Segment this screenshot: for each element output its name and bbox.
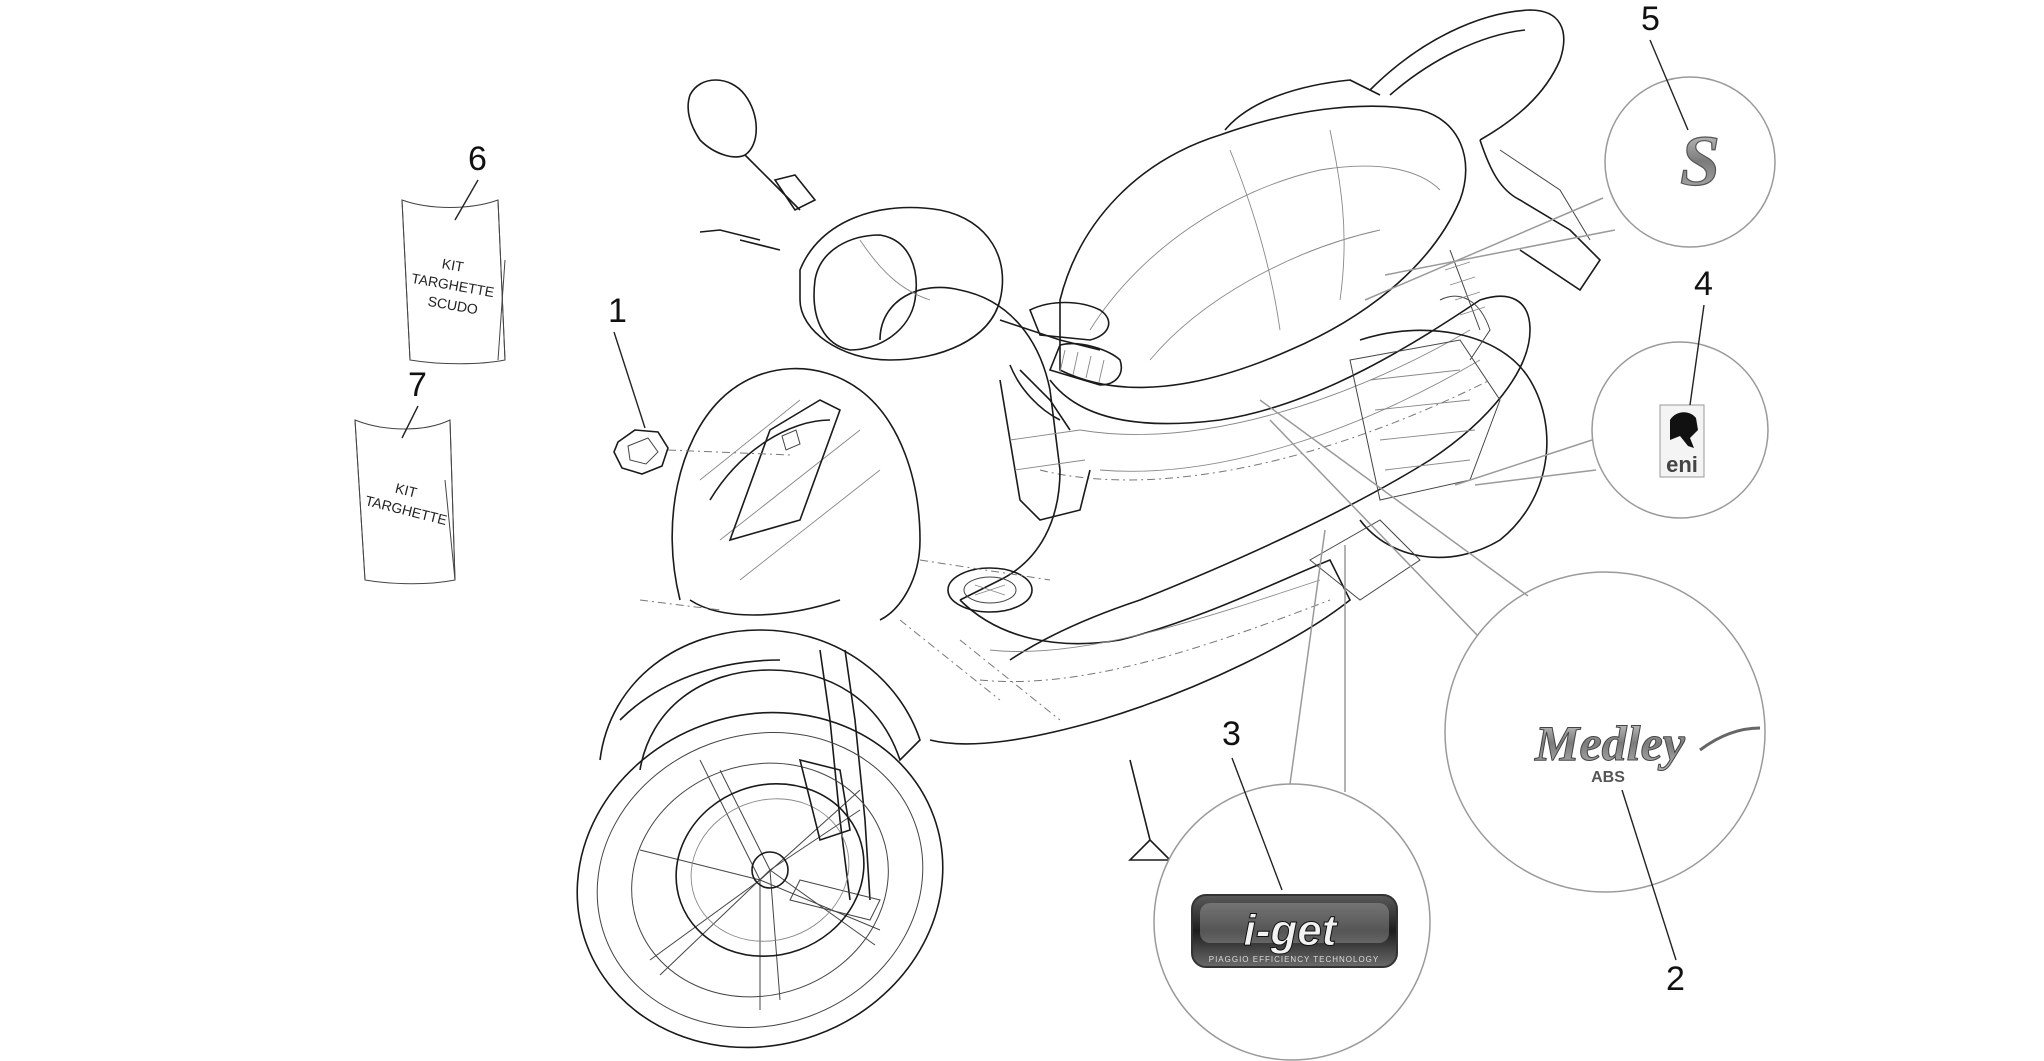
callout-4: 4: [1694, 265, 1713, 303]
circle-s-decal: [1604, 76, 1776, 248]
callout-2: 2: [1666, 960, 1685, 998]
medley-logo-text: Medley: [1534, 715, 1686, 771]
kit-envelope-7: KIT TARGHETTE: [354, 419, 456, 585]
s-decal: S: [1679, 120, 1720, 201]
s-logo-text: S: [1680, 121, 1720, 201]
callout-labels: 1 2 3 4 5 6 7: [401, 0, 1713, 998]
dog-logo-icon: [1670, 412, 1698, 448]
iget-logo-text: i-get: [1244, 906, 1339, 955]
iget-tagline-text: PIAGGIO EFFICIENCY TECHNOLOGY: [1209, 955, 1380, 964]
callout-7: 7: [408, 366, 427, 404]
iget-decal: i-get PIAGGIO EFFICIENCY TECHNOLOGY: [1191, 894, 1398, 968]
callout-1: 1: [608, 292, 627, 330]
abs-logo-text: ABS: [1591, 769, 1625, 786]
kit7-line1: KIT: [394, 480, 419, 501]
eni-decal: eni: [1659, 404, 1705, 478]
scooter-drawing: [576, 9, 1602, 1049]
badge-emblem: [613, 429, 791, 475]
callout-6: 6: [468, 140, 487, 178]
medley-abs-decal: Medley ABS: [1534, 715, 1761, 786]
callout-circles: [1153, 76, 1776, 1061]
kit6-line2: TARGHETTE: [410, 270, 495, 300]
circle-medley-decal: [1444, 571, 1766, 893]
eni-logo-text: eni: [1666, 452, 1698, 477]
callout-5: 5: [1641, 0, 1660, 38]
kit-envelope-6: KIT TARGHETTE SCUDO: [401, 199, 506, 365]
kit6-line3: SCUDO: [427, 293, 480, 318]
callout-3: 3: [1222, 715, 1241, 753]
kit6-line1: KIT: [441, 255, 466, 275]
